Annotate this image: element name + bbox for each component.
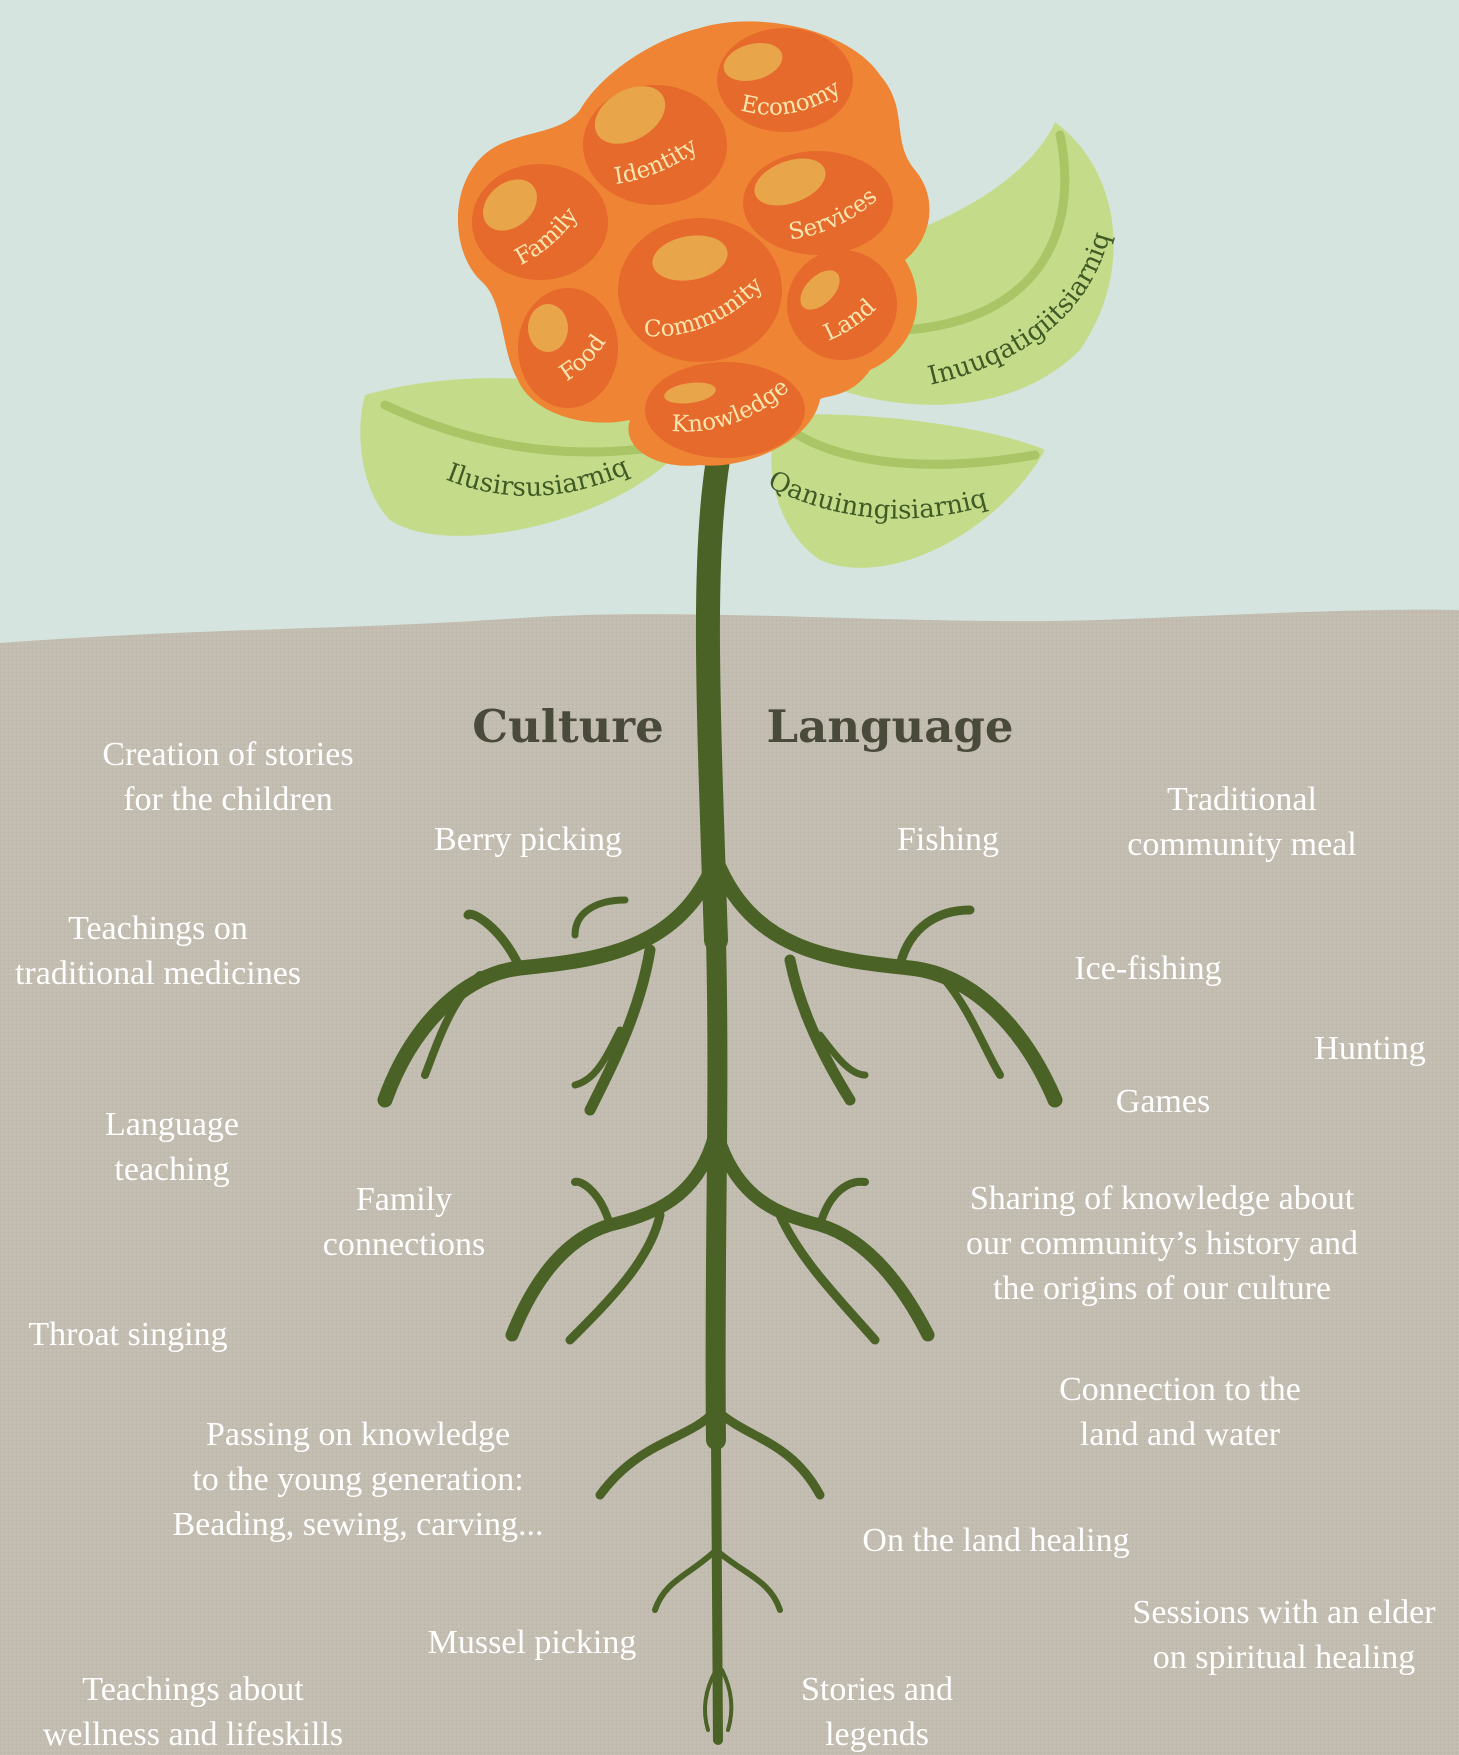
cloudberry: Economy Identity Family Services <box>457 21 930 466</box>
language-title: Language <box>767 700 1014 753</box>
leaf-right-lower: Qanuinngisiarniq <box>763 414 1045 568</box>
root-middle-left-branch <box>565 1210 665 1345</box>
activity-label: Mussel picking <box>427 1624 637 1661</box>
drupe-food: Food <box>518 288 618 408</box>
activity-label: Throat singing <box>28 1316 228 1353</box>
root-tip-left <box>702 1668 718 1732</box>
root-upper-right-twig <box>816 1031 869 1079</box>
root-lower-right-twig <box>713 1547 783 1613</box>
drupe-services: Services <box>743 151 893 255</box>
taproot <box>705 930 728 1450</box>
root-lower-left <box>595 1405 721 1500</box>
root-middle-right-branch <box>775 1210 880 1345</box>
root-upper-left-branch <box>584 944 656 1116</box>
ground <box>0 609 1459 1755</box>
activity-label: On the land healing <box>862 1522 1130 1559</box>
root-upper-right-twig <box>941 976 1004 1079</box>
drupe-knowledge: Knowledge <box>645 362 805 458</box>
drupe-economy: Economy <box>717 28 853 132</box>
taproot-lower <box>711 1435 723 1745</box>
root-upper-left-twig <box>571 1026 624 1089</box>
activity-label: Berry picking <box>434 821 622 858</box>
root-tip-right <box>720 1668 734 1732</box>
root-upper-right-branch <box>784 954 856 1106</box>
root-lower-right <box>711 1405 825 1500</box>
root-upper-right <box>708 852 1063 1108</box>
drupe-land: Land <box>787 250 897 360</box>
drupe-community: Community <box>618 218 782 362</box>
activity-label: Fishing <box>896 821 1000 858</box>
root-lower-left-twig <box>652 1547 719 1613</box>
drupe-family: Family <box>472 164 608 280</box>
root-upper-left-twig <box>463 909 525 973</box>
activity-label: Ice-fishing <box>1074 950 1222 987</box>
activity-label: Hunting <box>1314 1030 1426 1067</box>
activity-label: Games <box>1115 1083 1211 1120</box>
root-upper-right-twig <box>895 905 975 970</box>
root-middle-left-twig <box>571 1177 614 1229</box>
root-upper-left-twig <box>571 896 629 939</box>
drupe-identity: Identity <box>583 85 727 205</box>
root-upper-left-twig <box>421 971 484 1079</box>
roots <box>377 448 1063 1745</box>
root-middle-right-twig <box>816 1177 869 1229</box>
stem <box>695 448 730 952</box>
culture-title: Culture <box>472 700 663 753</box>
